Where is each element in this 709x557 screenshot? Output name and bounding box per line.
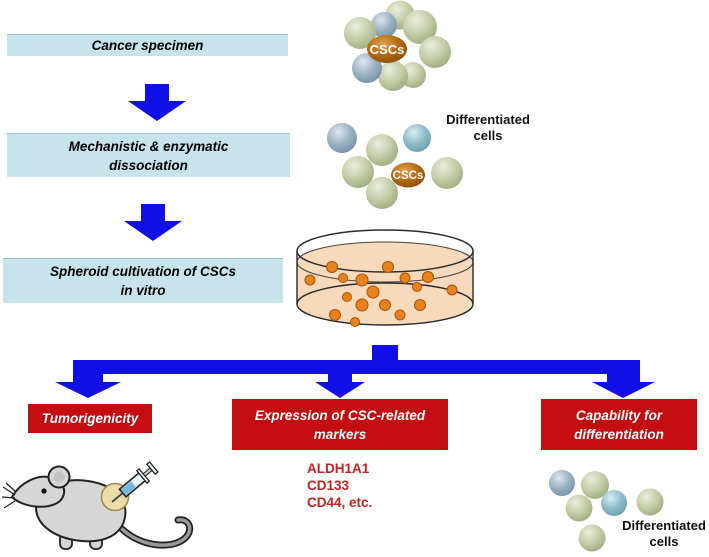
flow-box-dissociation-line2: dissociation: [109, 157, 188, 173]
markers-box-line1: Expression of CSC-related: [254, 407, 426, 423]
flow-box-dissociation: Mechanistic & enzymatic dissociation: [7, 133, 290, 177]
csc-cluster-illustration: CSCs: [344, 0, 451, 91]
flow-box-cancer-specimen: Cancer specimen: [7, 34, 288, 56]
markers-box-line2: markers: [313, 426, 367, 442]
marker-item: CD44, etc.: [307, 495, 373, 510]
tumorigenicity-label: Tumorigenicity: [41, 411, 139, 426]
flow-box-spheroid-line1: Spheroid cultivation of CSCs: [49, 264, 236, 279]
outcome-box-tumorigenicity: Tumorigenicity: [28, 404, 152, 433]
csc-label-middle: CSCs: [393, 170, 424, 182]
marker-item: ALDH1A1: [307, 461, 370, 476]
flow-box-spheroid-cultivation: Spheroid cultivation of CSCs in vitro: [3, 258, 283, 303]
flow-box-spheroid-line2: in vitro: [120, 283, 166, 298]
branching-arrow-icon: [55, 345, 655, 398]
csc-label-top: CSCs: [370, 42, 405, 57]
down-arrow-icon: [124, 204, 182, 241]
syringe-icon: [111, 461, 159, 503]
outcome-box-markers: Expression of CSC-related markers: [232, 399, 448, 450]
marker-list: ALDH1A1 CD133 CD44, etc.: [307, 460, 372, 511]
flow-box-cancer-specimen-label: Cancer specimen: [91, 38, 204, 53]
down-arrow-icon: [128, 84, 186, 121]
mouse-whiskers: [2, 482, 17, 509]
spheroid-dots: [304, 261, 458, 327]
differentiated-cells-label-bottom: Differentiated cells: [622, 518, 706, 549]
csc-sphere: [391, 162, 425, 188]
differentiation-box-line2: differentiation: [574, 426, 664, 442]
outcome-box-differentiation: Capability for differentiation: [541, 399, 697, 450]
marker-item: CD133: [307, 478, 350, 493]
flow-box-dissociation-line1: Mechanistic & enzymatic: [68, 138, 229, 154]
differentiation-box-line1: Capability for: [575, 407, 663, 423]
mouse-illustration: [2, 461, 194, 550]
petri-dish-illustration: [296, 229, 474, 327]
mouse-eye: [41, 488, 47, 494]
csc-sphere: [367, 35, 407, 63]
dissociated-cells-illustration: CSCs: [327, 123, 463, 209]
differentiated-cells-illustration: [549, 470, 664, 552]
differentiated-cells-label-top: Differentiated cells: [446, 112, 530, 143]
